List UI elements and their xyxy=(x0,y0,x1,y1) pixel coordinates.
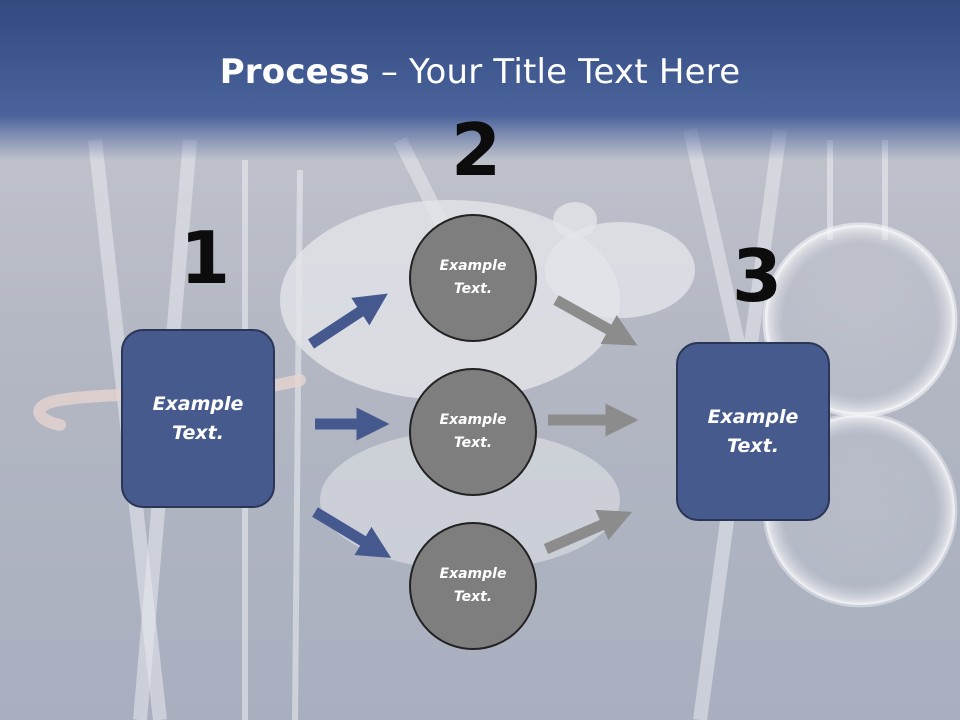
title-bold: Process xyxy=(219,52,370,92)
arrow-1-to-bottom xyxy=(312,507,392,558)
box-left-line2: Text. xyxy=(172,421,224,444)
slide-title: Process – Your Title Text Here xyxy=(0,52,960,92)
box-left-line1: Example xyxy=(152,392,244,415)
title-rest: – Your Title Text Here xyxy=(369,52,741,92)
arrow-bottom-to-3 xyxy=(543,509,633,555)
circle-middle-line1: Example xyxy=(439,412,507,428)
step-number-3: 3 xyxy=(732,234,783,318)
box-right-line1: Example xyxy=(707,405,799,428)
step-number-2: 2 xyxy=(451,108,502,192)
circle-top-line2: Text. xyxy=(453,281,493,297)
arrow-1-to-top xyxy=(307,293,388,349)
arrow-top-to-3 xyxy=(553,295,638,346)
circle-top-line1: Example xyxy=(439,258,507,274)
step-number-1: 1 xyxy=(180,216,231,300)
circle-bottom-line1: Example xyxy=(439,566,507,582)
circle-bottom-line2: Text. xyxy=(453,589,493,605)
box-right-line2: Text. xyxy=(727,434,779,457)
circle-middle-line2: Text. xyxy=(453,435,493,451)
